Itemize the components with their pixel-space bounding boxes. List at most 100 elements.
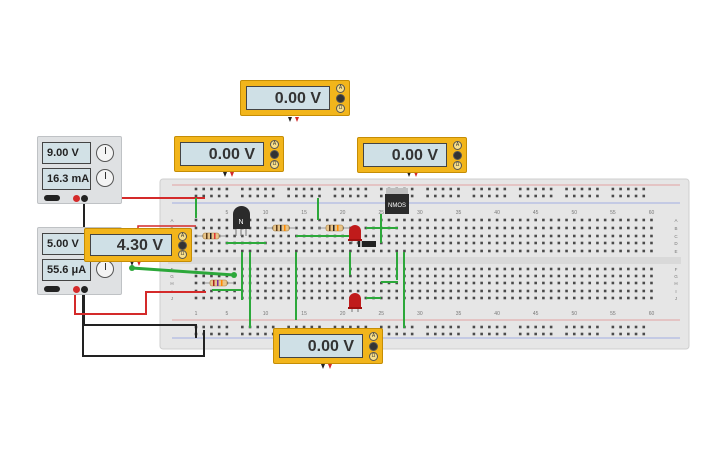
wire-green-probe[interactable] bbox=[131, 266, 235, 277]
column-number-label: 10 bbox=[263, 210, 269, 216]
nmos-transistor[interactable] bbox=[385, 188, 409, 214]
multimeter-left[interactable]: 0.00 V A Ω bbox=[174, 136, 284, 172]
knob-a-icon[interactable]: A bbox=[178, 232, 187, 241]
diode[interactable] bbox=[358, 241, 376, 247]
knob-v-icon[interactable] bbox=[336, 94, 345, 103]
psu2-terminal-red[interactable] bbox=[73, 286, 80, 293]
knob-a-icon[interactable]: A bbox=[336, 84, 345, 93]
row-letter-label: I bbox=[675, 289, 676, 294]
knob-v-icon[interactable] bbox=[178, 241, 187, 250]
multimeter-top[interactable]: 0.00 V A Ω bbox=[240, 80, 350, 116]
power-supply-1[interactable]: 9.00 V 16.3 mA bbox=[37, 136, 122, 204]
column-number-label: 35 bbox=[456, 210, 462, 216]
multimeter-right[interactable]: 0.00 V A Ω bbox=[357, 137, 467, 173]
column-number-label: 20 bbox=[340, 210, 346, 216]
row-letter-label: H bbox=[170, 281, 173, 286]
wire-green-end-a[interactable] bbox=[129, 265, 135, 271]
psu1-current-knob[interactable] bbox=[96, 169, 114, 187]
psu1-voltage-display: 9.00 V bbox=[42, 142, 91, 164]
column-number-label: 45 bbox=[533, 311, 539, 317]
row-letter-label: A bbox=[674, 218, 677, 223]
resistor-2[interactable] bbox=[266, 224, 296, 232]
multimeter-bottom[interactable]: 0.00 V A Ω bbox=[273, 328, 383, 364]
psu2-current-knob[interactable] bbox=[96, 260, 114, 278]
wire-red-psu2[interactable] bbox=[74, 290, 206, 315]
column-number-label: 5 bbox=[225, 210, 228, 216]
wire-black-psu2[interactable] bbox=[82, 290, 205, 357]
column-number-label: 60 bbox=[649, 311, 655, 317]
column-number-label: 30 bbox=[417, 311, 423, 317]
knob-ohm-icon[interactable]: Ω bbox=[369, 352, 378, 361]
wire-green-end-b[interactable] bbox=[231, 272, 237, 278]
column-number-label: 30 bbox=[417, 210, 423, 216]
knob-a-icon[interactable]: A bbox=[369, 332, 378, 341]
npn-transistor-label: N bbox=[238, 219, 243, 226]
column-number-label: 1 bbox=[195, 311, 198, 317]
led-bottom[interactable] bbox=[348, 293, 362, 312]
row-letter-label: B bbox=[674, 226, 677, 231]
column-number-label: 60 bbox=[649, 210, 655, 216]
column-number-label: 20 bbox=[340, 311, 346, 317]
column-number-label: 55 bbox=[610, 311, 616, 317]
column-number-label: 50 bbox=[571, 210, 577, 216]
row-letter-label: A bbox=[170, 218, 173, 223]
row-letter-label: D bbox=[674, 241, 678, 246]
psu1-power-switch[interactable] bbox=[44, 195, 60, 201]
column-number-label: 50 bbox=[571, 311, 577, 317]
column-number-label: 25 bbox=[378, 311, 384, 317]
column-number-label: 5 bbox=[225, 311, 228, 317]
probe-tips-meter-top[interactable] bbox=[288, 117, 299, 122]
column-number-label: 15 bbox=[301, 311, 307, 317]
row-letter-label: E bbox=[674, 249, 677, 254]
column-number-label: 40 bbox=[494, 311, 500, 317]
multimeter-right-display: 0.00 V bbox=[363, 143, 447, 167]
multimeter-bottom-display: 0.00 V bbox=[279, 334, 363, 358]
resistor-3[interactable] bbox=[318, 224, 350, 232]
psu2-current-display: 55.6 μA bbox=[42, 259, 91, 281]
psu1-current-display: 16.3 mA bbox=[42, 168, 91, 190]
nmos-transistor-label: NMOS bbox=[388, 203, 406, 209]
knob-ohm-icon[interactable]: Ω bbox=[336, 104, 345, 113]
probe-tips-meter-left[interactable] bbox=[223, 172, 234, 177]
row-letter-label: G bbox=[170, 274, 174, 279]
column-number-label: 35 bbox=[456, 311, 462, 317]
row-letter-label: C bbox=[674, 234, 678, 239]
row-letter-label: H bbox=[674, 281, 677, 286]
knob-a-icon[interactable]: A bbox=[453, 141, 462, 150]
npn-transistor[interactable] bbox=[233, 206, 250, 236]
knob-ohm-icon[interactable]: Ω bbox=[178, 250, 187, 259]
row-letter-label: F bbox=[675, 267, 678, 272]
breadboard-column-numbers: 1155101015152020252530303535404045455050… bbox=[195, 210, 655, 317]
psu1-terminal-red[interactable] bbox=[73, 195, 80, 202]
multimeter-top-display: 0.00 V bbox=[246, 86, 330, 110]
knob-v-icon[interactable] bbox=[453, 151, 462, 160]
row-letter-label: G bbox=[674, 274, 678, 279]
multimeter-middle[interactable]: 4.30 V A Ω bbox=[84, 228, 192, 262]
psu2-voltage-display: 5.00 V bbox=[42, 233, 91, 255]
knob-v-icon[interactable] bbox=[369, 342, 378, 351]
psu2-power-switch[interactable] bbox=[44, 286, 60, 292]
column-number-label: 25 bbox=[378, 210, 384, 216]
column-number-label: 40 bbox=[494, 210, 500, 216]
multimeter-middle-display: 4.30 V bbox=[90, 234, 172, 256]
column-number-label: 45 bbox=[533, 210, 539, 216]
row-letter-label: J bbox=[675, 296, 677, 301]
knob-v-icon[interactable] bbox=[270, 150, 279, 159]
column-number-label: 15 bbox=[301, 210, 307, 216]
knob-a-icon[interactable]: A bbox=[270, 140, 279, 149]
probe-tips-meter-right[interactable] bbox=[407, 172, 418, 177]
probe-tips-meter-mid[interactable] bbox=[130, 261, 141, 266]
resistor-4[interactable] bbox=[204, 279, 234, 287]
psu2-terminal-black[interactable] bbox=[81, 286, 88, 293]
knob-ohm-icon[interactable]: Ω bbox=[453, 161, 462, 170]
row-letter-label: J bbox=[171, 296, 173, 301]
column-number-label: 55 bbox=[610, 210, 616, 216]
resistor-1[interactable] bbox=[196, 232, 226, 240]
column-number-label: 10 bbox=[263, 311, 269, 317]
psu1-voltage-knob[interactable] bbox=[96, 144, 114, 162]
psu1-terminal-black[interactable] bbox=[81, 195, 88, 202]
probe-tips-meter-bottom[interactable] bbox=[321, 364, 332, 369]
knob-ohm-icon[interactable]: Ω bbox=[270, 160, 279, 169]
